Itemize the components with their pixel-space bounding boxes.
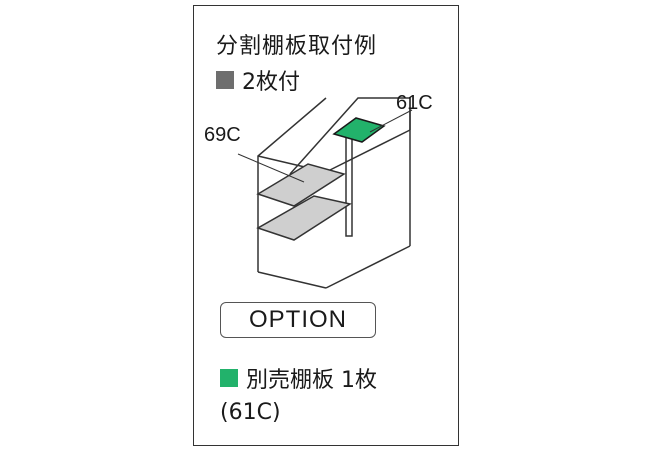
gray-shelf-upper — [256, 163, 346, 207]
legend-green-row: 別売棚板 1枚 — [220, 362, 377, 394]
card-title: 分割棚板取付例 — [216, 34, 378, 59]
frame-back-edge — [289, 97, 411, 246]
legend-gray-row: 2枚付 — [216, 64, 300, 96]
note-61c: (61C) — [220, 400, 281, 425]
leader-61c — [369, 109, 413, 133]
option-badge: OPTION — [220, 302, 376, 338]
green-shelf — [332, 117, 386, 143]
frame-bottom-right — [325, 245, 411, 289]
shelf-frame-diagram — [237, 97, 413, 289]
legend-gray-text: 2枚付 — [242, 70, 300, 95]
shelf-example-card: 分割棚板取付例 2枚付 69C 61C OPTION 別売棚板 1枚 (61C) — [193, 5, 459, 446]
leader-69c — [237, 153, 305, 183]
green-swatch-icon — [220, 369, 238, 387]
legend-green-text: 別売棚板 1枚 — [246, 368, 377, 393]
gray-shelf-lower — [256, 195, 352, 241]
label-69c: 69C — [204, 124, 241, 146]
frame-top-right — [325, 129, 411, 173]
frame-bottom-front — [257, 271, 327, 289]
gray-swatch-icon — [216, 71, 234, 89]
middle-post — [345, 125, 353, 237]
label-61c: 61C — [396, 92, 433, 114]
